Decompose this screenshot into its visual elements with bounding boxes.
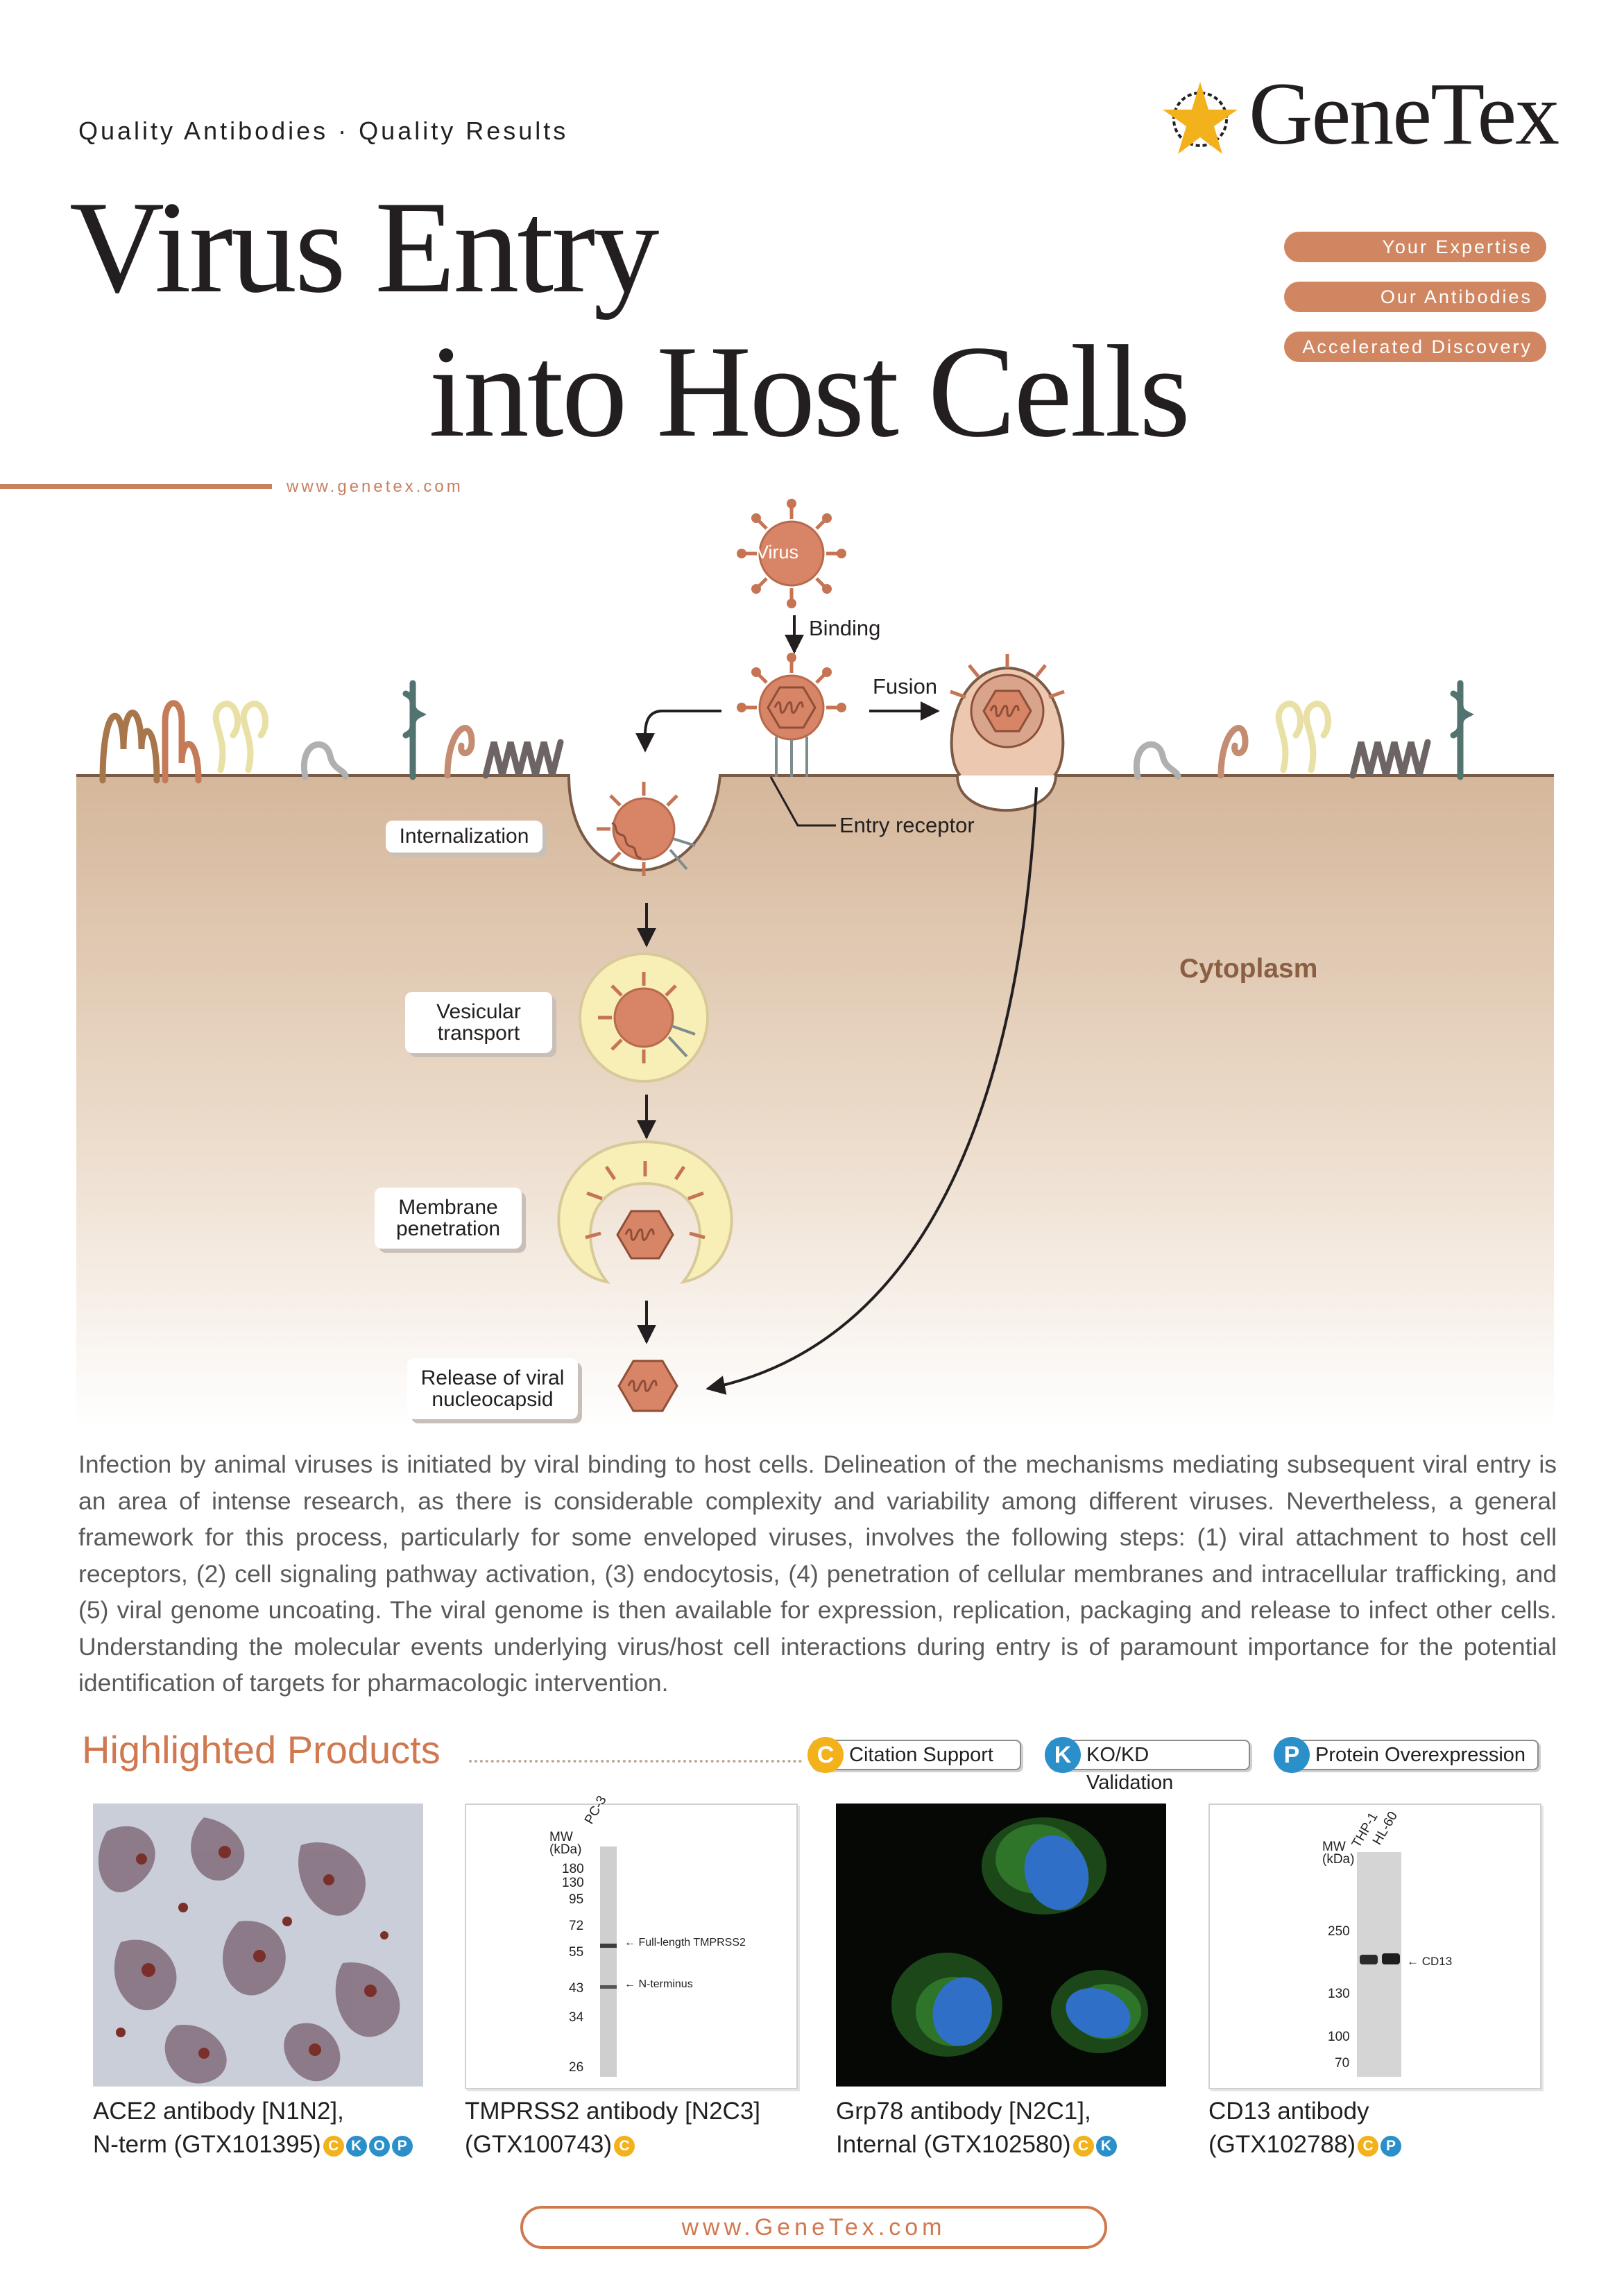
page-title-line2: into Host Cells xyxy=(429,319,1190,465)
marker-70: 70 xyxy=(1335,2056,1350,2071)
virus-label: Virus xyxy=(756,542,799,563)
product-image-cd13[interactable]: THP-1 HL-60 MW (kDa) 250 130 100 70 ← CD… xyxy=(1208,1804,1541,2089)
header-url[interactable]: www.genetex.com xyxy=(287,477,463,496)
product-catalog: (GTX100743) xyxy=(465,2131,613,2158)
band-arrow-n-terminus: ← N-terminus xyxy=(624,1978,693,1990)
blot-lane-label: PC-3 xyxy=(581,1793,610,1827)
pill-our-antibodies: Our Antibodies xyxy=(1284,282,1546,312)
header-rule xyxy=(0,484,272,489)
product-caption-tmprss2[interactable]: TMPRSS2 antibody [N2C3] (GTX100743)C xyxy=(465,2095,760,2161)
product-image-ace2[interactable] xyxy=(93,1804,423,2087)
citation-badge-icon: C xyxy=(323,2135,344,2157)
blot-mw-header: MW (kDa) xyxy=(549,1830,582,1857)
fusion-virus xyxy=(950,654,1065,777)
fusion-label: Fusion xyxy=(873,674,938,699)
highlighted-products-title: Highlighted Products xyxy=(82,1728,441,1772)
page-title-line1: Virus Entry xyxy=(69,175,659,320)
entry-receptor-label: Entry receptor xyxy=(839,813,975,837)
virus-entry-diagram xyxy=(76,499,1554,1429)
released-nucleocapsid xyxy=(617,1360,678,1412)
step-release-nucleocapsid: Release of viral nucleocapsid xyxy=(407,1358,578,1419)
brand-name: GeneTex xyxy=(1249,65,1559,163)
penetration-vesicle xyxy=(557,1140,733,1284)
tagline: Quality Antibodies · Quality Results xyxy=(78,117,569,145)
membrane-proteins-left xyxy=(99,680,564,784)
citation-badge-icon: C xyxy=(614,2135,635,2157)
marker-250: 250 xyxy=(1328,1924,1350,1939)
product-name: Grp78 antibody [N2C1], xyxy=(836,2098,1091,2125)
marker-180: 180 xyxy=(562,1862,584,1876)
title-dotted-leader xyxy=(469,1760,802,1763)
band-arrow-full-length: ← Full-length TMPRSS2 xyxy=(624,1937,746,1948)
ko-kd-icon: K xyxy=(1045,1737,1081,1773)
membrane-proteins-right xyxy=(1133,680,1475,780)
cytoplasm-region xyxy=(76,776,1554,1429)
product-image-tmprss2[interactable]: PC-3 MW (kDa) 180 130 95 72 55 43 34 26 … xyxy=(465,1794,798,2089)
step-membrane-penetration: Membrane penetration xyxy=(375,1188,522,1249)
footer-url-link[interactable]: www.GeneTex.com xyxy=(520,2206,1107,2249)
product-name: ACE2 antibody [N1N2], xyxy=(93,2098,344,2125)
product-image-grp78[interactable] xyxy=(836,1804,1166,2087)
intro-paragraph: Infection by animal viruses is initiated… xyxy=(78,1450,1557,1697)
blot-lane xyxy=(600,1847,617,2077)
genetex-logo-icon xyxy=(1163,82,1238,154)
ihc-tissue-image xyxy=(93,1804,423,2087)
ko-kd-badge-icon: K xyxy=(1095,2135,1117,2157)
legend-label: KO/KD Validation xyxy=(1086,1744,1174,1794)
legend-label: Protein Overexpression xyxy=(1315,1744,1526,1766)
marker-100: 100 xyxy=(1328,2030,1350,2044)
blot-mw-header: MW (kDa) xyxy=(1322,1840,1355,1867)
product-catalog: Internal (GTX102580) xyxy=(836,2131,1071,2158)
marker-34: 34 xyxy=(569,2010,584,2025)
virus-particle xyxy=(737,499,846,608)
protein-overexpression-badge-icon: P xyxy=(1381,2135,1402,2157)
marker-95: 95 xyxy=(569,1892,584,1907)
citation-badge-icon: C xyxy=(1358,2135,1379,2157)
marker-130: 130 xyxy=(1328,1987,1350,2001)
product-caption-ace2[interactable]: ACE2 antibody [N1N2], N-term (GTX101395)… xyxy=(93,2095,413,2161)
binding-virus xyxy=(737,653,846,777)
marker-130: 130 xyxy=(562,1876,584,1890)
marker-72: 72 xyxy=(569,1919,584,1933)
legend-citation-support: C Citation Support xyxy=(807,1737,1021,1773)
internalized-virus xyxy=(597,782,696,876)
immunofluorescence-image xyxy=(836,1804,1166,2087)
product-catalog: N-term (GTX101395) xyxy=(93,2131,321,2158)
marker-26: 26 xyxy=(569,2060,584,2075)
legend-label: Citation Support xyxy=(849,1744,993,1766)
ko-kd-badge-icon: K xyxy=(345,2135,367,2157)
step-vesicular-transport: Vesicular transport xyxy=(405,992,552,1053)
marker-43: 43 xyxy=(569,1981,584,1996)
blot-lanes xyxy=(1357,1852,1401,2077)
product-name: CD13 antibody xyxy=(1208,2098,1369,2125)
band-arrow-cd13: ← CD13 xyxy=(1407,1955,1453,1968)
product-catalog: (GTX102788) xyxy=(1208,2131,1356,2158)
binding-label: Binding xyxy=(809,616,881,640)
transport-vesicle xyxy=(579,952,709,1083)
overexpression-icon: P xyxy=(1274,1737,1310,1773)
citation-icon: C xyxy=(807,1737,844,1773)
cytoplasm-label: Cytoplasm xyxy=(1179,954,1318,984)
overexpression-alt-badge-icon: O xyxy=(368,2135,390,2157)
product-name: TMPRSS2 antibody [N2C3] xyxy=(465,2098,761,2125)
marker-55: 55 xyxy=(569,1945,584,1960)
legend-protein-overexpression: P Protein Overexpression xyxy=(1274,1737,1539,1773)
step-internalization: Internalization xyxy=(386,821,542,853)
pill-your-expertise: Your Expertise xyxy=(1284,232,1546,262)
legend-ko-kd-validation: K KO/KD Validation xyxy=(1045,1737,1250,1794)
protein-overexpression-badge-icon: P xyxy=(391,2135,413,2157)
product-caption-grp78[interactable]: Grp78 antibody [N2C1], Internal (GTX1025… xyxy=(836,2095,1117,2161)
pill-accelerated-discovery: Accelerated Discovery xyxy=(1284,332,1546,362)
citation-badge-icon: C xyxy=(1072,2135,1094,2157)
